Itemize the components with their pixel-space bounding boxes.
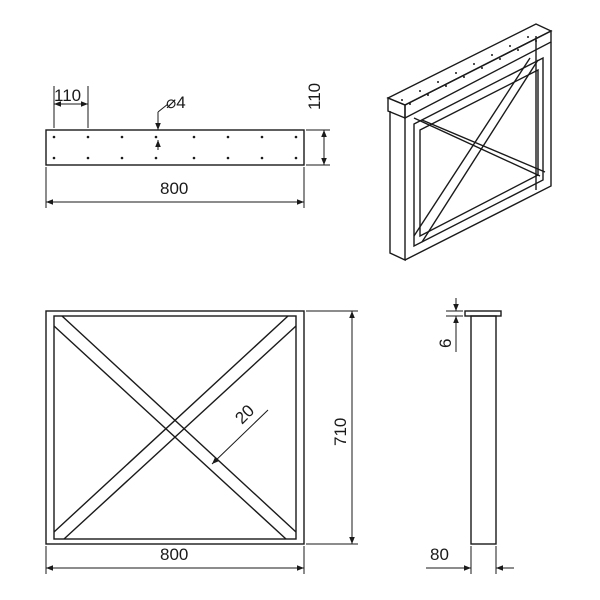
plate-thickness-label: 6 (436, 339, 455, 348)
plate-length-label: 800 (160, 179, 188, 198)
top-plate-view: 110 ⌀4 110 800 (45, 83, 330, 208)
hole-diameter-label: ⌀4 (166, 93, 186, 112)
frame-height-label: 710 (331, 418, 350, 446)
mounting-holes (52, 135, 298, 160)
depth-label: 80 (430, 545, 449, 564)
frame-length-label: 800 (160, 545, 188, 564)
side-view: 6 80 (426, 298, 514, 574)
hole-spacing-label: 110 (54, 86, 81, 105)
iso-holes (401, 36, 537, 105)
isometric-view (386, 23, 553, 262)
plate-height-label: 110 (305, 83, 324, 110)
front-view: 20 710 800 (45, 310, 358, 574)
